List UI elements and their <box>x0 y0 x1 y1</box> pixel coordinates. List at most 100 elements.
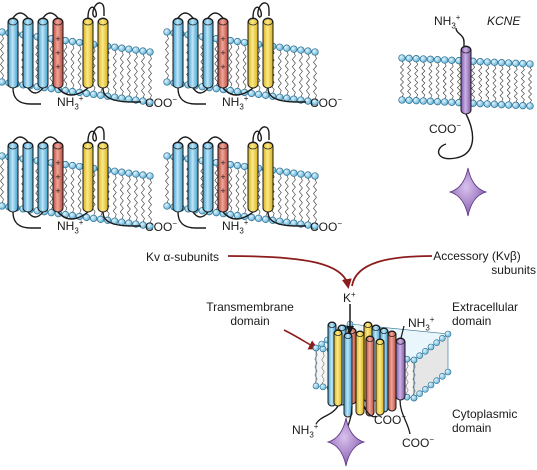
lipid-tail <box>105 173 110 196</box>
helix-s1-cap <box>173 18 183 26</box>
lipid-tail <box>400 78 404 98</box>
helix-s4-body <box>217 141 229 213</box>
helix-s5 <box>82 141 94 213</box>
lipid-tail <box>499 83 504 102</box>
helix-s2-body <box>22 17 34 89</box>
lipid-tail <box>165 34 169 58</box>
lipid-head <box>75 162 84 171</box>
lipid-head <box>419 55 427 63</box>
voltage-sensor-charge: + <box>55 186 60 196</box>
lipid-tail <box>456 63 461 82</box>
lipid-tail <box>119 51 124 74</box>
lipid-head <box>405 54 413 62</box>
lipid-tail <box>119 73 124 96</box>
lipid-tail <box>242 169 247 192</box>
lipid-tail <box>126 73 131 97</box>
lipid-tail <box>70 168 75 191</box>
helix-s6-cap <box>263 142 273 150</box>
assembled-coo-label-1: COO− <box>374 412 407 428</box>
lipid-head <box>398 96 406 104</box>
transmembrane-domain-label: Transmembrane domain <box>206 300 294 328</box>
voltage-sensor-charge: + <box>220 172 225 182</box>
lipid-head <box>427 343 435 351</box>
lipid-tail <box>506 83 511 103</box>
lipid-head <box>139 97 147 105</box>
loop <box>42 136 59 143</box>
kcne-label: KCNE <box>487 14 521 28</box>
lipid-head <box>505 101 513 109</box>
lipid-tail <box>126 176 131 199</box>
lipid-head <box>146 172 154 180</box>
c-terminus <box>267 211 306 227</box>
lipid-tail <box>49 63 54 86</box>
lipid-tail <box>228 43 233 66</box>
lipid-head <box>240 38 249 47</box>
kcne-helix-cap <box>461 46 471 54</box>
helix-s5-cap <box>83 142 93 150</box>
lipid-head <box>132 46 140 54</box>
lipid-head <box>439 335 446 342</box>
lipid-head <box>68 211 77 220</box>
lipid-head <box>448 98 456 106</box>
lipid-tail <box>134 74 138 98</box>
lipid-tail <box>456 81 461 100</box>
helix-s2 <box>22 141 34 213</box>
arrow-icon <box>227 255 352 289</box>
assembled-kcne-helix-cap <box>396 338 405 345</box>
n-terminus <box>12 211 41 229</box>
lipid-tail <box>313 200 317 224</box>
lipid-head <box>233 87 242 96</box>
lipid-head <box>519 60 527 68</box>
lipid-head <box>89 214 98 223</box>
lipid-tail <box>412 362 416 396</box>
lipid-tail <box>91 171 96 194</box>
lipid-tail <box>105 49 110 72</box>
loop <box>222 87 254 96</box>
helix-s3 <box>37 17 49 89</box>
lipid-tail <box>449 81 454 100</box>
helix-s6-body <box>97 141 109 213</box>
lipid-tail <box>528 66 532 86</box>
lipid-tail <box>449 63 454 82</box>
lipid-tail <box>492 83 497 102</box>
lipid-tail <box>414 61 419 80</box>
helix-s4 <box>52 17 64 89</box>
helix-s6 <box>97 17 109 89</box>
lipid-head <box>412 97 420 105</box>
assembled-helix-11-cap <box>366 336 374 342</box>
lipid-head <box>240 162 249 171</box>
lipid-tail <box>306 53 310 77</box>
lipid-tail <box>291 176 296 199</box>
lipid-head <box>111 43 119 51</box>
helix-s1 <box>7 141 19 213</box>
loop <box>222 211 254 220</box>
lipid-tail <box>528 84 532 104</box>
lipid-head <box>433 56 442 64</box>
lipid-head <box>163 28 171 36</box>
lipid-head <box>68 37 77 46</box>
lipid-head <box>483 100 491 108</box>
helix-s3 <box>37 141 49 213</box>
loop <box>27 211 44 218</box>
lipid-head <box>441 98 449 106</box>
lipid-tail <box>91 69 96 92</box>
lipid-head <box>427 381 435 389</box>
lipid-tail <box>141 53 145 77</box>
helix-s3-cap <box>38 142 48 150</box>
lipid-head <box>68 87 77 96</box>
lipid-head <box>118 168 126 176</box>
helix-s4-cap <box>218 142 228 150</box>
lipid-tail <box>63 43 68 66</box>
lipid-head <box>297 170 305 178</box>
lipid-head <box>163 202 171 210</box>
lipid-tail <box>435 62 440 81</box>
lipid-head <box>398 54 406 62</box>
voltage-sensor-charge: + <box>55 48 60 58</box>
lipid-head <box>311 172 319 180</box>
helix-s4-cap <box>53 142 63 150</box>
lipid-head <box>146 98 154 106</box>
helix-s4-body <box>52 141 64 213</box>
lipid-head <box>318 340 325 348</box>
lipid-head <box>163 152 171 160</box>
lipid-head <box>283 168 291 176</box>
